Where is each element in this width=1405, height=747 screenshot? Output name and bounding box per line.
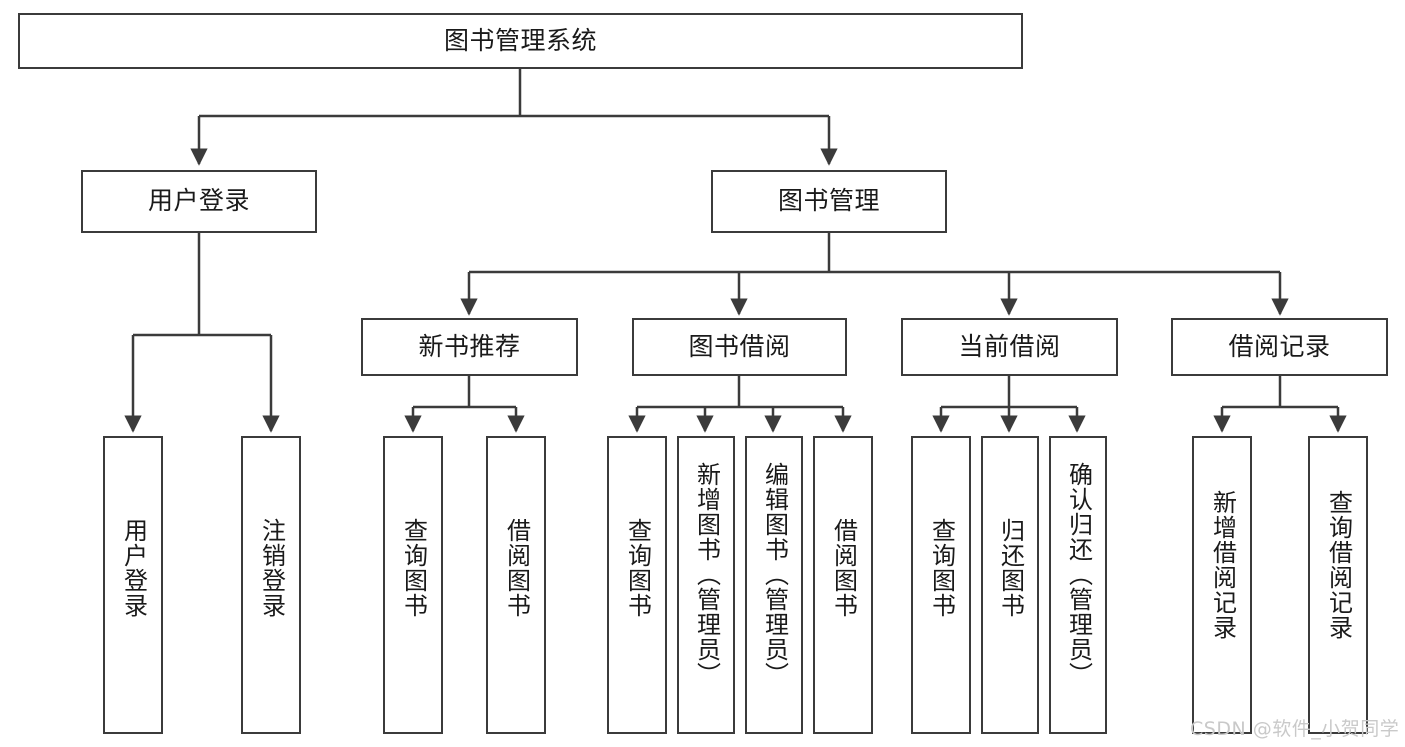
node-label: 借阅记录 [1228, 331, 1331, 361]
node-label: 注销登录 [257, 518, 286, 618]
node-label: 编辑图书（管理员） [760, 462, 789, 687]
node-book-borrow[interactable]: 图书借阅 [632, 318, 847, 376]
node-label: 用户登录 [119, 518, 148, 618]
leaf-user-login[interactable]: 用户登录 [103, 436, 163, 734]
node-new-book-recommend[interactable]: 新书推荐 [361, 318, 578, 376]
node-label: 确认归还（管理员） [1064, 462, 1093, 687]
node-user-login[interactable]: 用户登录 [81, 170, 317, 233]
node-label: 查询借阅记录 [1324, 490, 1353, 640]
leaf-return-book[interactable]: 归还图书 [981, 436, 1039, 734]
leaf-confirm-return-admin[interactable]: 确认归还（管理员） [1049, 436, 1107, 734]
leaf-query-book-current[interactable]: 查询图书 [911, 436, 971, 734]
node-label: 查询图书 [399, 518, 428, 618]
node-label: 当前借阅 [958, 331, 1061, 361]
node-label: 借阅图书 [502, 518, 531, 618]
leaf-borrow-book-recommend[interactable]: 借阅图书 [486, 436, 546, 734]
node-label: 用户登录 [147, 186, 250, 216]
node-label: 查询图书 [623, 518, 652, 618]
leaf-borrow-book-borrow[interactable]: 借阅图书 [813, 436, 873, 734]
node-root-book-management-system[interactable]: 图书管理系统 [18, 13, 1023, 69]
leaf-query-borrow-record[interactable]: 查询借阅记录 [1308, 436, 1368, 734]
node-label: 图书管理系统 [443, 25, 597, 55]
node-label: 图书借阅 [688, 331, 791, 361]
node-label: 图书管理 [777, 186, 880, 216]
node-label: 新增借阅记录 [1208, 490, 1237, 640]
node-current-borrow[interactable]: 当前借阅 [901, 318, 1118, 376]
node-book-manage[interactable]: 图书管理 [711, 170, 947, 233]
leaf-add-book-admin[interactable]: 新增图书（管理员） [677, 436, 735, 734]
leaf-logout-login[interactable]: 注销登录 [241, 436, 301, 734]
node-label: 归还图书 [996, 518, 1025, 618]
leaf-edit-book-admin[interactable]: 编辑图书（管理员） [745, 436, 803, 734]
node-label: 新增图书（管理员） [692, 462, 721, 687]
node-borrow-record[interactable]: 借阅记录 [1171, 318, 1388, 376]
leaf-add-borrow-record[interactable]: 新增借阅记录 [1192, 436, 1252, 734]
node-label: 新书推荐 [418, 331, 521, 361]
node-label: 查询图书 [927, 518, 956, 618]
node-label: 借阅图书 [829, 518, 858, 618]
watermark-csdn: CSDN @软件_小贺同学 [1190, 718, 1400, 740]
leaf-query-book-recommend[interactable]: 查询图书 [383, 436, 443, 734]
leaf-query-book-borrow[interactable]: 查询图书 [607, 436, 667, 734]
